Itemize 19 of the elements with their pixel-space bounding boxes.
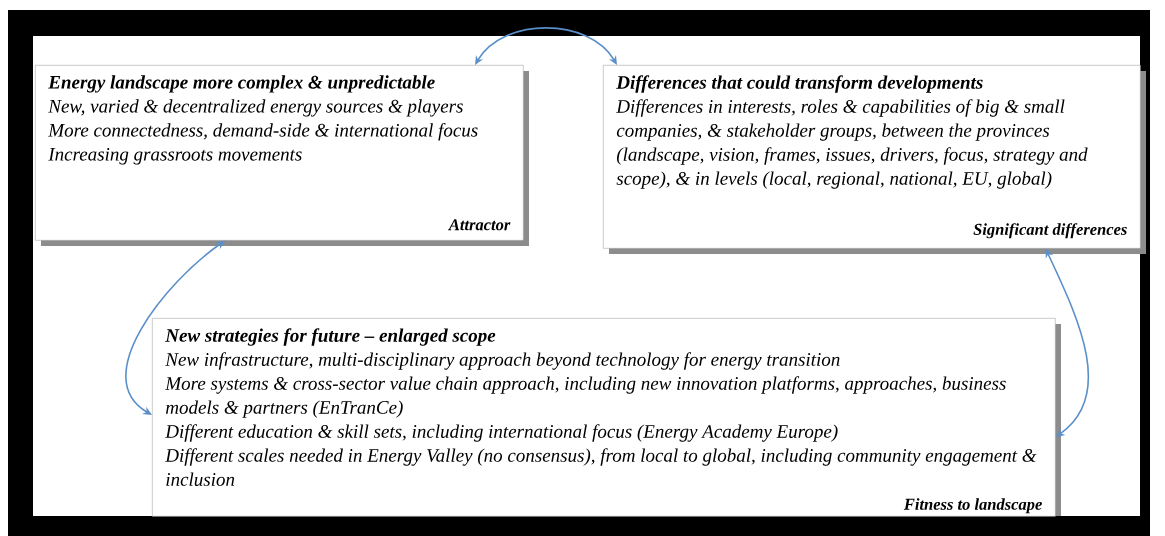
text-box [152, 318, 1061, 517]
box-text: New, varied & decentralized energy sources & players [48, 99, 463, 117]
box-footer: Significant differences [973, 223, 1127, 239]
box-text: Differences in interests, roles & capabilities of big & small companies, & stakeholder groups, between the provinces (landscape, vision, frames, issues, drivers, focus, strategy and scope), & in levels (local, regional, national, EU, global) [616, 99, 1088, 189]
box-footer: Attractor [448, 219, 511, 231]
box-text: New infrastructure, multi-disciplinary approach beyond technology for energy transition [165, 352, 840, 370]
box-heading: Energy landscape more complex & unpredictable [48, 75, 435, 93]
text-box [603, 65, 1146, 254]
box-footer: Fitness to landscape [903, 498, 1042, 514]
curved-arrow [475, 27, 617, 65]
box-text: Increasing grassroots movements [48, 147, 302, 165]
box-text: More connectedness, demand-side & international focus [48, 123, 478, 141]
box-heading: New strategies for future – enlarged scope [165, 328, 496, 346]
curved-arrow [125, 240, 225, 415]
box-text: More systems & cross-sector value chain approach, including new innovation platforms, approaches, business models & partners (EnTranCe) [165, 376, 1006, 418]
box-text: Different education & skill sets, including international focus (Energy Academy Europe) [165, 424, 838, 442]
box-text: Different scales needed in Energy Valley (no consensus), from local to global, including community engagement & inclusion [165, 448, 1037, 486]
text-box [35, 65, 529, 246]
box-heading: Differences that could transform developments [616, 75, 983, 93]
